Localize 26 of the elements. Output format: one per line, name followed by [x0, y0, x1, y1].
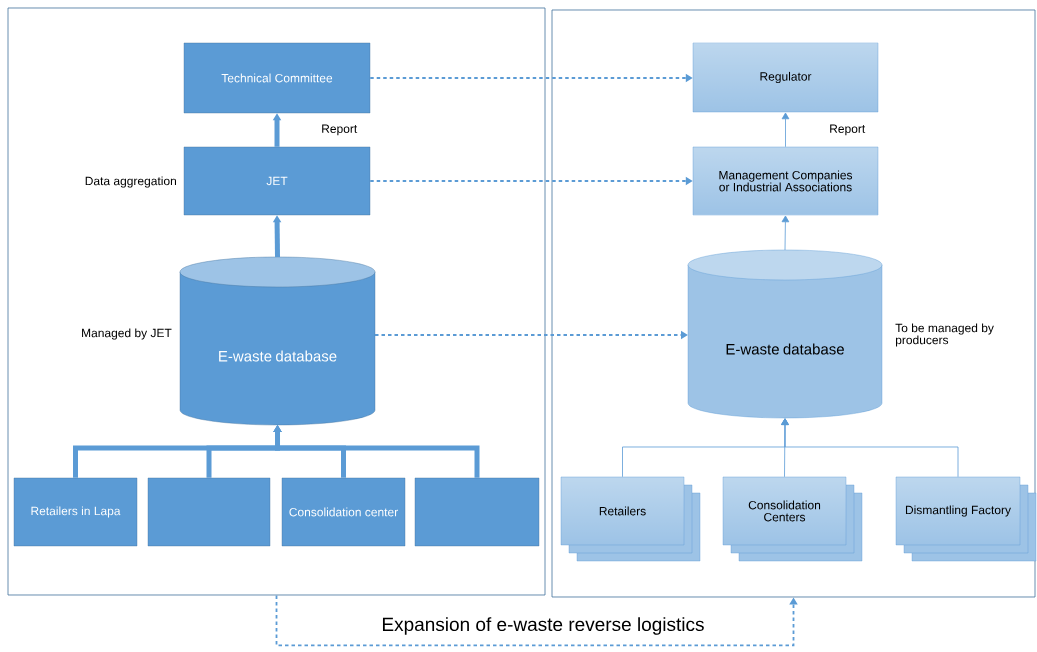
process-box	[147, 477, 271, 547]
arrow	[275, 594, 798, 647]
process-box: JET	[183, 146, 371, 216]
panel-frame	[551, 9, 1036, 598]
edge-label: Report	[320, 123, 359, 137]
stacked-boxes: Retailers	[560, 476, 701, 562]
process-box: Technical Committee	[183, 42, 371, 114]
arrow	[781, 215, 790, 251]
process-box: Regulator	[692, 42, 879, 113]
database-cylinder: E-waste database	[687, 249, 883, 419]
stacked-boxes: Dismantling Factory	[895, 476, 1037, 562]
process-box: Retailers in Lapa	[13, 477, 138, 547]
side-label: Data aggregation	[85, 176, 176, 188]
process-box: Management Companies or Industrial Associations	[692, 146, 879, 216]
side-label: Managed by JET	[82, 328, 172, 340]
side-label: To be managed by producers	[895, 323, 994, 347]
arrow	[781, 418, 959, 478]
process-box: Consolidation center	[281, 477, 406, 547]
arrow	[273, 425, 480, 478]
edge-label: Expansion of e-waste reverse logistics	[380, 616, 706, 636]
panel-frame	[7, 7, 546, 596]
arrow	[781, 112, 790, 148]
process-box	[414, 477, 540, 547]
stacked-boxes: Consolidation Centers	[722, 476, 863, 562]
edge-label: Report	[828, 123, 867, 137]
database-cylinder: E-waste database	[179, 256, 376, 426]
